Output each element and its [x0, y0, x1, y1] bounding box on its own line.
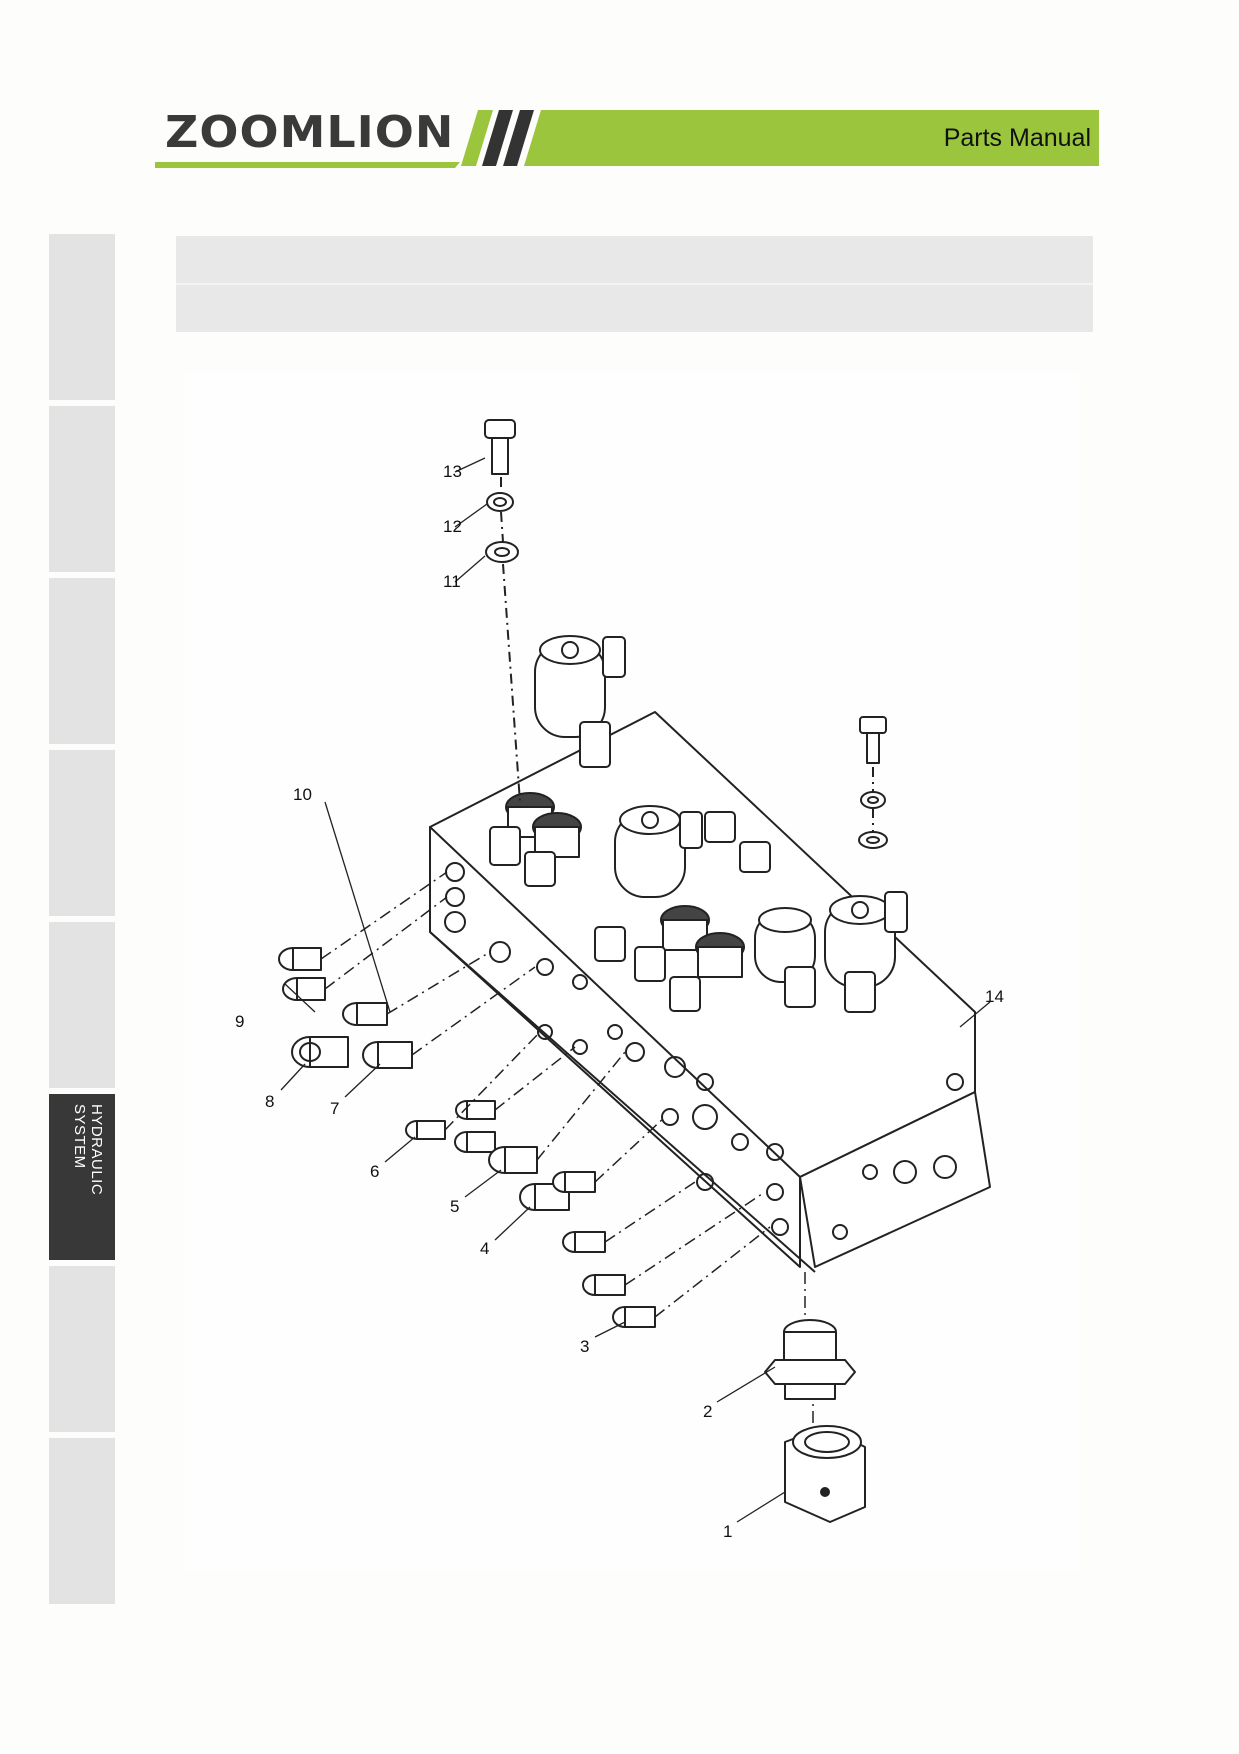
slash-dark-2: [503, 110, 534, 166]
callout-10: 10: [293, 785, 312, 804]
chapter-tab-8[interactable]: [49, 1438, 115, 1604]
callout-12: 12: [443, 517, 462, 536]
section-title-box: [176, 236, 1093, 332]
block-ports: [444, 862, 964, 1240]
chapter-tab-3[interactable]: [49, 578, 115, 744]
part-1-swivel: [784, 1425, 866, 1523]
callout-7: 7: [330, 1099, 339, 1118]
part-9-fittings: [278, 947, 326, 1001]
top-right-bolt: [858, 716, 888, 849]
exploded-view-drawing: 13 12 11 10 9 8 7 6 5 4 3 2 1 14: [185, 372, 1080, 1572]
callout-14: 14: [985, 987, 1004, 1006]
callout-leaders: [280, 457, 991, 1523]
part-7-fitting: [362, 1041, 413, 1069]
part-4-fitting: [519, 1171, 596, 1211]
page-header: ZOOMLION Parts Manual: [155, 104, 1099, 170]
part-3-fittings: [562, 1231, 656, 1328]
callout-13: 13: [443, 462, 462, 481]
solenoid-coil-2: [614, 805, 703, 898]
callout-5: 5: [450, 1197, 459, 1216]
header-band: [155, 110, 1099, 168]
callout-11: 11: [443, 572, 461, 591]
part-6-fitting: [405, 1100, 496, 1140]
part-11-washer: [485, 541, 519, 563]
chapter-tab-1[interactable]: [49, 234, 115, 400]
chapter-tab-4[interactable]: [49, 750, 115, 916]
part-12-washer: [486, 492, 514, 512]
callout-4: 4: [480, 1239, 489, 1258]
electrical-connectors: [489, 811, 771, 1012]
chapter-tab-hydraulic-system[interactable]: HYDRAULIC SYSTEM: [49, 1094, 115, 1260]
manual-title: Parts Manual: [943, 124, 1091, 152]
part-10-fitting: [342, 1002, 388, 1026]
valve-block-diagram: 13 12 11 10 9 8 7 6 5 4 3 2 1 14: [235, 419, 1004, 1541]
valve-block-side: [799, 1091, 991, 1268]
part-8-fitting: [291, 1036, 349, 1068]
brand-logo: ZOOMLION: [165, 106, 455, 158]
solenoid-coil-1: [534, 635, 626, 768]
solenoid-coil-4: [754, 907, 816, 1008]
header-green-band: [524, 110, 1099, 166]
part-13-bolt: [484, 419, 516, 475]
callout-9: 9: [235, 1012, 244, 1031]
part-2-adapter: [764, 1319, 856, 1400]
callout-6: 6: [370, 1162, 379, 1181]
solenoid-coil-3: [824, 891, 908, 1013]
chapter-tab-7[interactable]: [49, 1266, 115, 1432]
chapter-tab-label: HYDRAULIC SYSTEM: [71, 1104, 105, 1196]
callout-8: 8: [265, 1092, 274, 1111]
callout-3: 3: [580, 1337, 589, 1356]
chapter-tab-2[interactable]: [49, 406, 115, 572]
callout-2: 2: [703, 1402, 712, 1421]
title-divider: [176, 283, 1093, 285]
part-5-fitting: [454, 1131, 538, 1174]
chapter-tab-5[interactable]: [49, 922, 115, 1088]
callout-1: 1: [723, 1522, 732, 1541]
slash-green: [461, 110, 493, 166]
slash-dark-1: [482, 110, 513, 166]
valve-cartridges: [505, 792, 745, 978]
